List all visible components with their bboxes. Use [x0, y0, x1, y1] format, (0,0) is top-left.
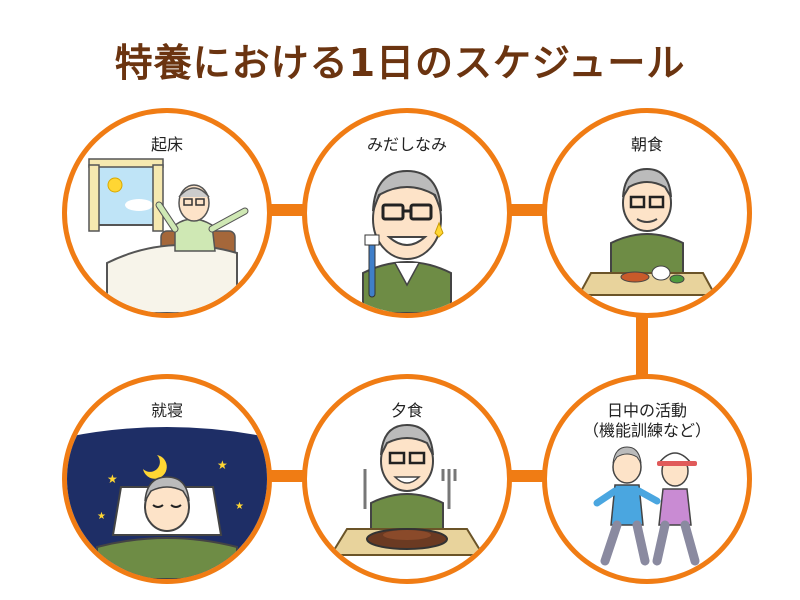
step-title: 日中の活動	[606, 401, 687, 420]
step-subtitle: （機能訓練など）	[582, 421, 711, 440]
sun-icon	[107, 177, 123, 193]
grooming-illustration	[362, 169, 452, 313]
connector-grooming-breakfast	[502, 204, 546, 216]
sparkle-icon	[434, 221, 444, 238]
svg-text:★: ★	[217, 458, 228, 472]
connector-dinner-bedtime	[262, 470, 306, 482]
step-bedtime: 就寝 ★ ★ ★ ★	[62, 374, 272, 584]
toothbrush-icon	[368, 240, 376, 298]
step-wake-up: 起床	[62, 108, 272, 318]
breakfast-illustration	[577, 167, 717, 296]
connector-breakfast-activity	[636, 300, 648, 380]
step-daytime-activity: 日中の活動 （機能訓練など）	[542, 374, 752, 584]
svg-text:★: ★	[97, 511, 106, 522]
step-label: 起床	[150, 135, 183, 154]
step-label: 就寝	[150, 401, 183, 420]
step-grooming: みだしなみ	[302, 108, 512, 318]
activity-illustration	[593, 446, 700, 566]
step-label: 日中の活動 （機能訓練など）	[547, 401, 747, 441]
fork-icon	[441, 469, 457, 509]
step-breakfast: 朝食	[542, 108, 752, 318]
step-label: 夕食	[390, 401, 423, 420]
page-title: 特養における1日のスケジュール	[114, 41, 686, 85]
svg-text:★: ★	[235, 501, 244, 512]
bedtime-illustration: ★ ★ ★ ★	[67, 427, 267, 579]
connector-wake-grooming	[262, 204, 306, 216]
step-label: 朝食	[630, 135, 663, 154]
step-dinner: 夕食	[302, 374, 512, 584]
step-label: みだしなみ	[366, 135, 447, 154]
connector-activity-dinner	[502, 470, 546, 482]
dinner-illustration	[329, 423, 485, 556]
svg-text:★: ★	[107, 472, 118, 486]
moon-icon	[143, 455, 167, 479]
wake-up-illustration	[88, 158, 249, 313]
